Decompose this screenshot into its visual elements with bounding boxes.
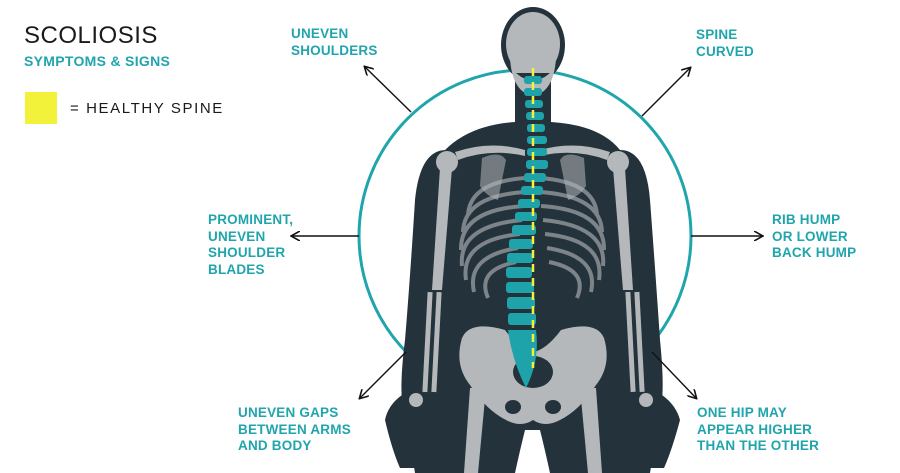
arrow-uneven-shoulders	[365, 67, 412, 113]
callout-spine-curved: SPINE CURVED	[696, 27, 754, 59]
shoulder-blades	[480, 154, 586, 200]
callout-hip-height: ONE HIP MAY APPEAR HIGHER THAN THE OTHER	[697, 405, 820, 453]
callout-shoulder-blades: PROMINENT, UNEVEN SHOULDER BLADES	[208, 212, 294, 277]
leg-gap	[515, 430, 550, 473]
callout-uneven-shoulders: UNEVEN SHOULDERS	[291, 26, 378, 58]
callout-arrows	[292, 67, 762, 398]
healthy-spine-swatch	[25, 92, 57, 124]
callout-rib-hump: RIB HUMP OR LOWER BACK HUMP	[772, 212, 857, 260]
page-title: SCOLIOSIS	[24, 22, 158, 49]
legend-label: = HEALTHY SPINE	[70, 99, 224, 117]
rib-cage	[458, 176, 607, 299]
arrow-spine-curved	[641, 68, 690, 117]
page-subtitle: SYMPTOMS & SIGNS	[24, 53, 171, 69]
arrow-hip-height	[651, 351, 696, 398]
arrow-arm-gaps	[360, 351, 407, 398]
callout-arm-gaps: UNEVEN GAPS BETWEEN ARMS AND BODY	[238, 405, 351, 453]
legend: = HEALTHY SPINE	[25, 92, 224, 124]
curved-spine	[506, 76, 548, 388]
